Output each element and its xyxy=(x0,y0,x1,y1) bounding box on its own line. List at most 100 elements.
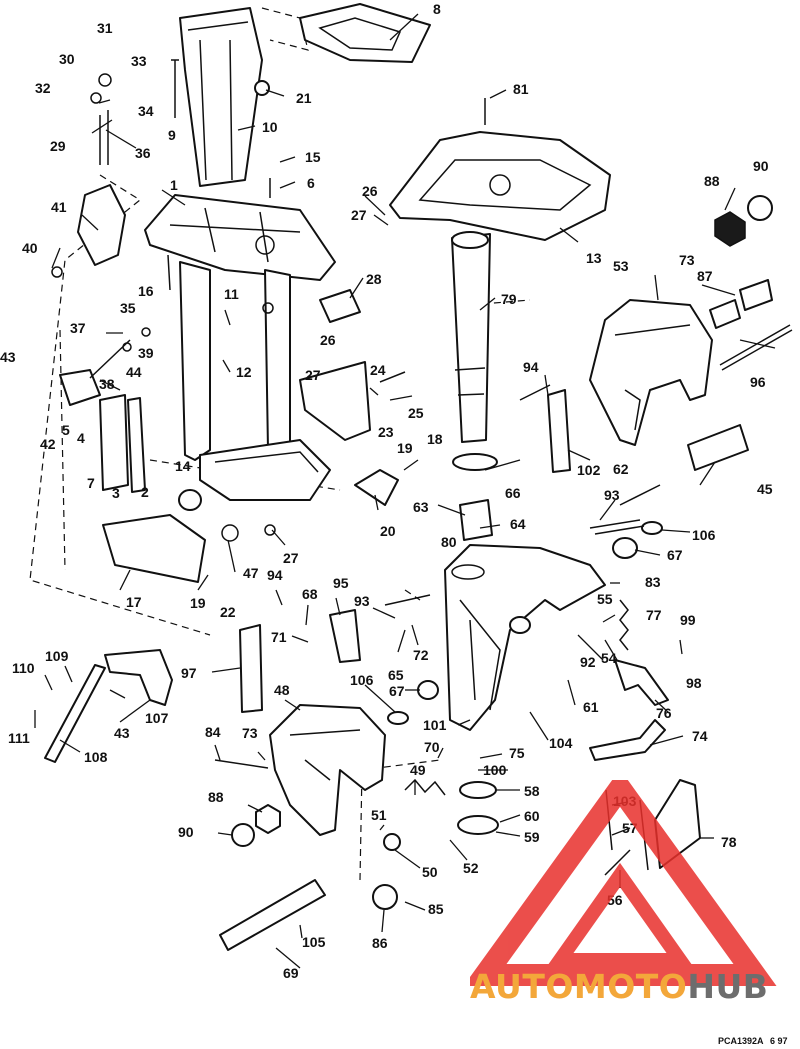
callout-16: 16 xyxy=(138,283,154,299)
callout-35: 35 xyxy=(120,300,136,316)
callout-19b: 19 xyxy=(190,595,206,611)
side-plate-part xyxy=(102,514,206,583)
callout-106a: 106 xyxy=(692,527,716,543)
callout-10: 10 xyxy=(262,119,278,135)
callout-53: 53 xyxy=(613,258,629,274)
callout-43a: 43 xyxy=(0,349,16,365)
callout-5: 5 xyxy=(62,422,70,438)
stern-bracket-part xyxy=(444,544,606,731)
callout-11: 11 xyxy=(224,286,239,302)
callout-31: 31 xyxy=(97,20,113,36)
callout-60: 60 xyxy=(524,808,540,824)
callout-87: 87 xyxy=(697,268,713,284)
callout-105: 105 xyxy=(302,934,326,950)
callout-50: 50 xyxy=(422,864,438,880)
callout-96: 96 xyxy=(750,374,766,390)
callout-73b: 73 xyxy=(242,725,258,741)
callout-90b: 90 xyxy=(178,824,194,840)
callout-12: 12 xyxy=(236,364,252,380)
watermark-brand-part2: HUB xyxy=(687,967,768,1006)
callout-17: 17 xyxy=(126,594,142,610)
callout-4: 4 xyxy=(77,430,85,446)
callout-48: 48 xyxy=(274,682,290,698)
callout-67b: 67 xyxy=(389,683,405,699)
callout-107: 107 xyxy=(145,710,169,726)
exhaust-tube-part xyxy=(179,7,263,187)
watermark-brand-part1: AUTOMOTO xyxy=(470,967,687,1006)
callout-97: 97 xyxy=(181,665,197,681)
callout-94a: 94 xyxy=(523,359,539,375)
callout-69: 69 xyxy=(283,965,299,981)
callout-27a: 27 xyxy=(351,207,367,223)
callout-8: 8 xyxy=(433,1,441,17)
callout-63: 63 xyxy=(413,499,429,515)
callout-74: 74 xyxy=(692,728,708,744)
callout-2: 2 xyxy=(141,484,149,500)
callout-19a: 19 xyxy=(397,440,413,456)
callout-90a: 90 xyxy=(753,158,769,174)
automotohub-watermark: AUTOMOTOHUB xyxy=(470,780,777,1006)
callout-94b: 94 xyxy=(267,567,283,583)
callout-92: 92 xyxy=(580,654,596,670)
callout-7: 7 xyxy=(87,475,95,491)
adapter-housing-part xyxy=(144,194,336,281)
top-cover-part xyxy=(389,131,611,241)
callout-42: 42 xyxy=(40,436,56,452)
callout-36: 36 xyxy=(135,145,151,161)
callout-93a: 93 xyxy=(604,487,620,503)
callout-25: 25 xyxy=(408,405,424,421)
watermark-brand-text: AUTOMOTOHUB xyxy=(470,967,768,1006)
gasket-part xyxy=(299,3,431,63)
callout-27b: 27 xyxy=(305,367,321,383)
callout-61: 61 xyxy=(583,699,599,715)
callout-62: 62 xyxy=(613,461,629,477)
callout-66: 66 xyxy=(505,485,521,501)
callout-43b: 43 xyxy=(114,725,130,741)
callout-labels: 1 2 3 4 5 6 7 8 9 10 11 12 13 14 15 16 1… xyxy=(0,1,773,981)
callout-54: 54 xyxy=(601,650,617,666)
callout-33: 33 xyxy=(131,53,147,69)
callout-32: 32 xyxy=(35,80,51,96)
callout-55: 55 xyxy=(597,591,613,607)
callout-40: 40 xyxy=(22,240,38,256)
callout-101: 101 xyxy=(423,717,447,733)
callout-15: 15 xyxy=(305,149,321,165)
callout-100: 100 xyxy=(483,762,507,778)
callout-14: 14 xyxy=(175,458,191,474)
callout-76: 76 xyxy=(656,705,672,721)
callout-1: 1 xyxy=(170,177,178,193)
callout-88b: 88 xyxy=(208,789,224,805)
callout-38: 38 xyxy=(99,376,115,392)
callout-28: 28 xyxy=(366,271,382,287)
steering-shaft-part xyxy=(451,233,491,443)
callout-79: 79 xyxy=(501,291,517,307)
callout-93b: 93 xyxy=(354,593,370,609)
callout-21: 21 xyxy=(296,90,312,106)
clamp-bracket-part xyxy=(269,704,386,836)
callout-73a: 73 xyxy=(679,252,695,268)
callout-75: 75 xyxy=(509,745,525,761)
callout-104: 104 xyxy=(549,735,573,751)
callout-58: 58 xyxy=(524,783,540,799)
callout-67a: 67 xyxy=(667,547,683,563)
callout-34: 34 xyxy=(138,103,154,119)
callout-29: 29 xyxy=(50,138,66,154)
callout-85: 85 xyxy=(428,901,444,917)
footer-reference: PCA1392A 6 97 xyxy=(718,1036,788,1046)
callout-109: 109 xyxy=(45,648,69,664)
callout-39: 39 xyxy=(138,345,154,361)
callout-47: 47 xyxy=(243,565,259,581)
callout-13: 13 xyxy=(586,250,602,266)
callout-23: 23 xyxy=(378,424,394,440)
callout-65: 65 xyxy=(388,667,404,683)
callout-88a: 88 xyxy=(704,173,720,189)
callout-26a: 26 xyxy=(362,183,378,199)
callout-20: 20 xyxy=(380,523,396,539)
footer-code: PCA1392A xyxy=(718,1036,764,1046)
callout-110: 110 xyxy=(12,660,35,676)
footer-date: 6 97 xyxy=(770,1036,788,1046)
callout-70: 70 xyxy=(424,739,440,755)
callout-68: 68 xyxy=(302,586,318,602)
callout-80: 80 xyxy=(441,534,457,550)
